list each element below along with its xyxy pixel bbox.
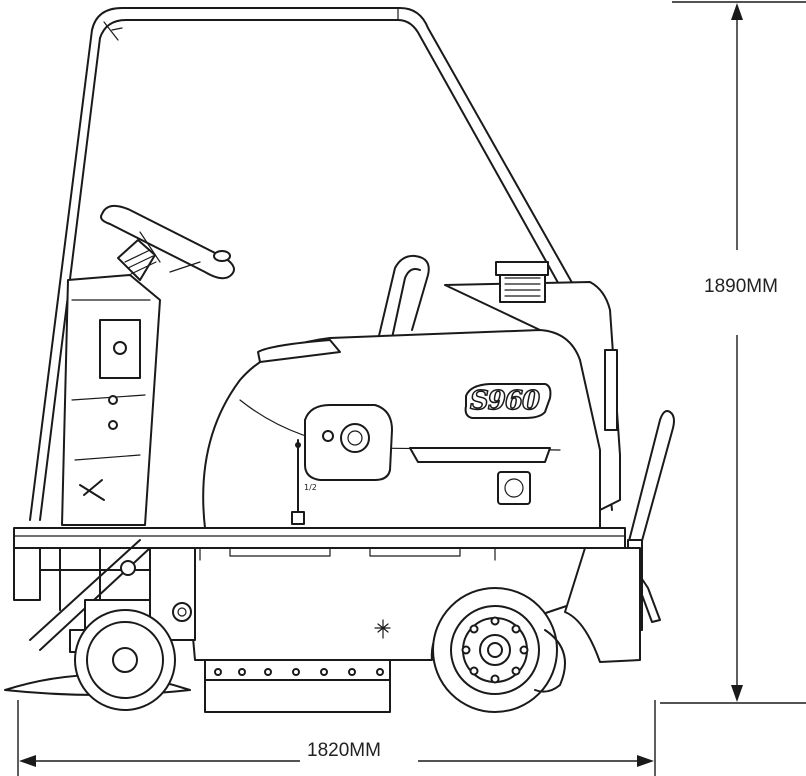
- chassis: [13, 527, 641, 713]
- steering-wheel: [100, 204, 235, 280]
- fuel-cap: [340, 423, 370, 453]
- length-dimension: [17, 700, 656, 776]
- model-badge: S960: [469, 386, 541, 416]
- height-arrow-up: [731, 3, 743, 20]
- control-panel: [99, 319, 141, 379]
- length-dimension-label: 1820MM: [307, 740, 381, 762]
- lever-position-mark: 1/2: [304, 483, 317, 492]
- seat: [377, 254, 430, 341]
- length-arrow-left: [19, 755, 36, 767]
- length-arrow-right: [637, 755, 654, 767]
- overhead-guard: [29, 7, 613, 521]
- height-arrow-down: [731, 685, 743, 702]
- height-dimension-label: 1890MM: [704, 276, 778, 298]
- key-socket: [497, 471, 531, 505]
- filter-box: [499, 271, 546, 303]
- height-dimension: [660, 1, 806, 704]
- model-badge-plate: [464, 383, 552, 419]
- front-wheel: [74, 609, 176, 711]
- main-body: [202, 329, 601, 529]
- steering-column: [61, 239, 161, 526]
- rear-wheel: [432, 587, 566, 713]
